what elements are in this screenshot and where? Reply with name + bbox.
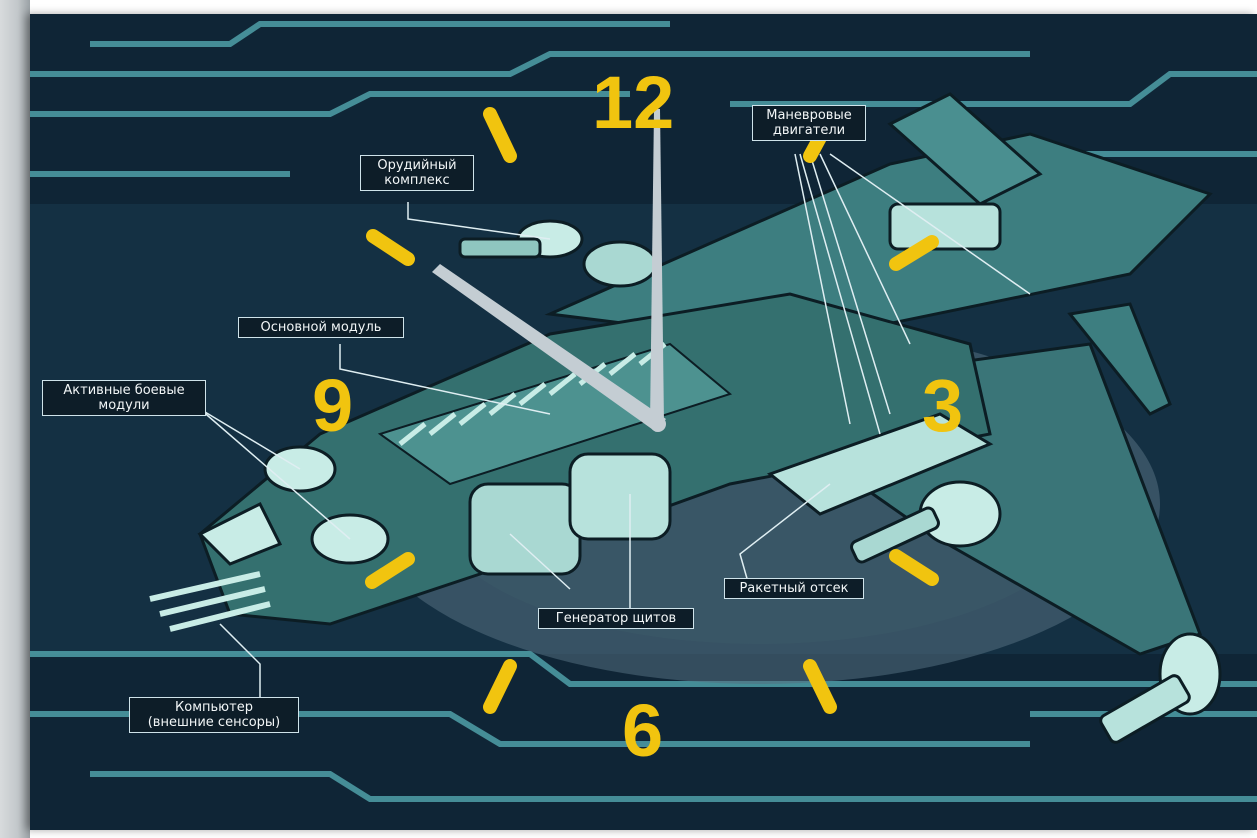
clock-hands — [432, 109, 666, 432]
clock-numeral-6: 6 — [622, 689, 664, 772]
hour-marker-2 — [889, 235, 939, 271]
minute-hand — [650, 109, 664, 424]
clock-center — [650, 416, 666, 432]
label-missile-bay: Ракетный отсек — [724, 578, 864, 599]
clock-numeral-3: 3 — [922, 364, 964, 447]
label-maneuver-engines: Маневровые двигатели — [752, 105, 866, 141]
hour-marker-8 — [365, 552, 415, 589]
hour-marker-5 — [803, 659, 837, 714]
hour-hand — [432, 264, 666, 432]
label-weapon-complex: Орудийный комплекс — [360, 155, 474, 191]
wall-clock-canvas: 12 3 6 9 Орудийный комплекс Маневровые д… — [30, 14, 1257, 830]
hour-marker-4 — [889, 549, 939, 586]
hour-marker-10 — [366, 229, 415, 266]
clock-numeral-12: 12 — [592, 61, 675, 144]
label-computer-sensors: Компьютер (внешние сенсоры) — [129, 697, 299, 733]
hour-marker-7 — [483, 659, 517, 714]
clock-numeral-9: 9 — [312, 364, 354, 447]
artwork — [30, 21, 1257, 802]
hour-marker-11 — [483, 107, 517, 163]
label-shield-generator: Генератор щитов — [538, 608, 694, 629]
leader-lines — [199, 153, 1031, 699]
spaceship-illustration — [149, 92, 1222, 744]
label-active-combat-modules: Активные боевые модули — [42, 380, 206, 416]
label-main-module: Основной модуль — [238, 317, 404, 338]
canvas-edge — [0, 0, 30, 838]
